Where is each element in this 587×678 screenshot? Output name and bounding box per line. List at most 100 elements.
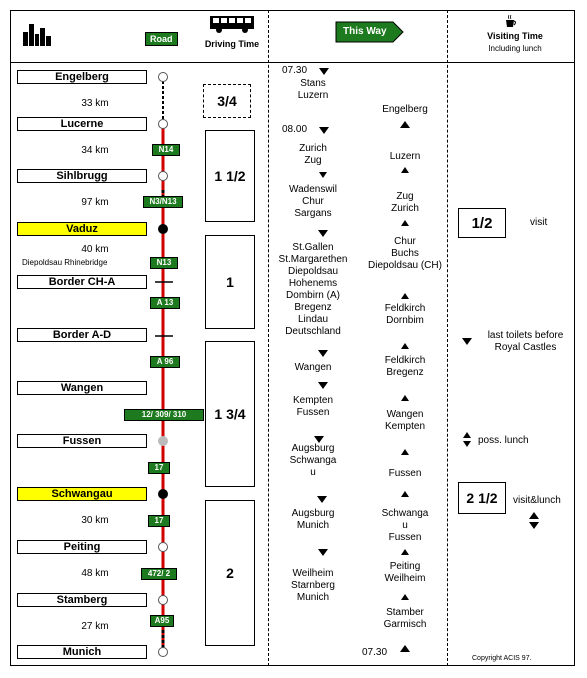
return-arrow-6 — [401, 395, 409, 401]
column-divider-1 — [268, 10, 269, 666]
city-border-ch-a: Border CH-A — [17, 275, 147, 289]
distance-5: 30 km — [81, 515, 109, 526]
outbound-arrow-8 — [318, 549, 328, 556]
city-skyline-icon — [23, 24, 51, 46]
city-munich: Munich — [17, 645, 147, 659]
node-stamberg — [158, 595, 168, 605]
outbound-start-time: 07.30 — [282, 65, 308, 76]
lunch-arrow-up — [463, 432, 471, 438]
return-arrow-9 — [401, 549, 409, 555]
this-way-label: This Way — [343, 26, 387, 37]
outbound-time-2: 08.00 — [282, 124, 308, 135]
road-sign-a96: A 96 — [150, 356, 180, 368]
outbound-stops-2: Zurich Zug — [299, 143, 327, 166]
return-stop-6: Feldkirch Bregenz — [384, 355, 426, 378]
page-frame — [10, 10, 575, 666]
outbound-stops-7: Augsburg Schwanga u — [289, 443, 337, 478]
return-stop-5: Feldkirch Dornbim — [384, 303, 426, 326]
return-arrow-10 — [401, 594, 409, 600]
visit-label-2: visit&lunch — [513, 495, 561, 506]
return-stop-3: Zug Zurich — [391, 191, 419, 214]
outbound-stops-1: Stans Luzern — [297, 78, 329, 101]
node-fussen — [158, 436, 168, 446]
return-stop-11: Stamber Garmisch — [383, 607, 427, 630]
return-stop-2: Luzern — [389, 151, 421, 162]
return-arrow-4 — [401, 293, 409, 299]
road-sign-n13: N13 — [150, 257, 178, 269]
distance-7: 27 km — [81, 621, 109, 632]
distance-6: 48 km — [81, 568, 109, 579]
outbound-arrow-2 — [319, 172, 327, 178]
node-peiting — [158, 542, 168, 552]
city-lucerne: Lucerne — [17, 117, 147, 131]
outbound-arrow-7 — [317, 496, 327, 503]
return-arrow-5 — [401, 343, 409, 349]
outbound-stops-6: Kempten Fussen — [292, 395, 334, 418]
road-sign-17-b: 17 — [148, 515, 170, 527]
outbound-arrow-0 — [319, 68, 329, 75]
return-arrow-7 — [401, 449, 409, 455]
visiting-time-sub: Including lunch — [488, 44, 542, 53]
copyright-note: Copyright ACIS 97. — [472, 655, 532, 662]
visit-arrow-up — [529, 512, 539, 519]
outbound-stops-3: Wadenswil Chur Sargans — [289, 184, 337, 219]
city-wangen: Wangen — [17, 381, 147, 395]
drive-time-3: 1 — [205, 235, 255, 329]
node-engelberg — [158, 72, 168, 82]
driving-time-header: Driving Time — [204, 39, 260, 49]
visiting-time-header: Visiting Time — [487, 31, 543, 41]
outbound-arrow-5 — [318, 382, 328, 389]
bus-icon — [210, 16, 254, 33]
return-stop-10: Peiting Weilheim — [384, 561, 426, 584]
return-stop-1: Engelberg — [382, 104, 428, 115]
header-divider — [10, 62, 575, 63]
return-stop-9: Schwanga u Fussen — [381, 508, 429, 543]
visit-arrow-down — [529, 522, 539, 529]
return-arrow-11 — [400, 645, 410, 652]
return-stop-8: Fussen — [388, 468, 422, 479]
city-fussen: Fussen — [17, 434, 147, 448]
node-munich — [158, 647, 168, 657]
distance-2: 34 km — [81, 145, 109, 156]
return-arrow-2 — [401, 167, 409, 173]
city-peiting: Peiting — [17, 540, 147, 554]
return-arrow-8 — [401, 491, 409, 497]
toilets-note: last toilets before Royal Castles — [487, 330, 564, 353]
node-schwangau — [158, 489, 168, 499]
drive-time-4: 1 3/4 — [205, 341, 255, 487]
node-vaduz — [158, 224, 168, 234]
road-sign-a13: A 13 — [150, 297, 180, 309]
distance-1: 33 km — [81, 98, 109, 109]
city-engelberg: Engelberg — [17, 70, 147, 84]
node-sihlbrugg — [158, 171, 168, 181]
outbound-stops-8: Augsburg Munich — [291, 508, 335, 531]
drive-time-1: 3/4 — [203, 84, 251, 118]
road-sign-n14: N14 — [152, 144, 180, 156]
road-sign-17-a: 17 — [148, 462, 170, 474]
visit-time-1: 1/2 — [458, 208, 506, 238]
possible-lunch-note: poss. lunch — [478, 435, 529, 446]
outbound-stops-9: Weilheim Starnberg Munich — [291, 568, 335, 603]
this-way-arrow — [335, 21, 404, 43]
drive-time-5: 2 — [205, 500, 255, 646]
column-divider-2 — [447, 10, 448, 666]
outbound-arrow-4 — [318, 350, 328, 357]
return-stop-7: Wangen Kempten — [384, 409, 426, 432]
node-lucerne — [158, 119, 168, 129]
outbound-arrow-1 — [319, 127, 329, 134]
coffee-cup-icon — [506, 14, 516, 27]
outbound-stops-5: Wangen — [294, 362, 332, 373]
city-stamberg: Stamberg — [17, 593, 147, 607]
road-sign-a95: A95 — [150, 615, 174, 627]
lunch-arrow-down — [463, 441, 471, 447]
city-border-a-d: Border A-D — [17, 328, 147, 342]
visit-label-1: visit — [530, 217, 548, 228]
city-schwangau: Schwangau — [17, 487, 147, 501]
return-end-time: 07.30 — [362, 647, 388, 658]
outbound-stops-4: St.Gallen St.Margarethen Diepoldsau Hohe… — [278, 242, 348, 337]
toilets-arrow — [462, 338, 472, 345]
outbound-arrow-3 — [318, 230, 328, 237]
city-sihlbrugg: Sihlbrugg — [17, 169, 147, 183]
drive-time-2: 1 1/2 — [205, 130, 255, 222]
return-arrow-3 — [401, 220, 409, 226]
